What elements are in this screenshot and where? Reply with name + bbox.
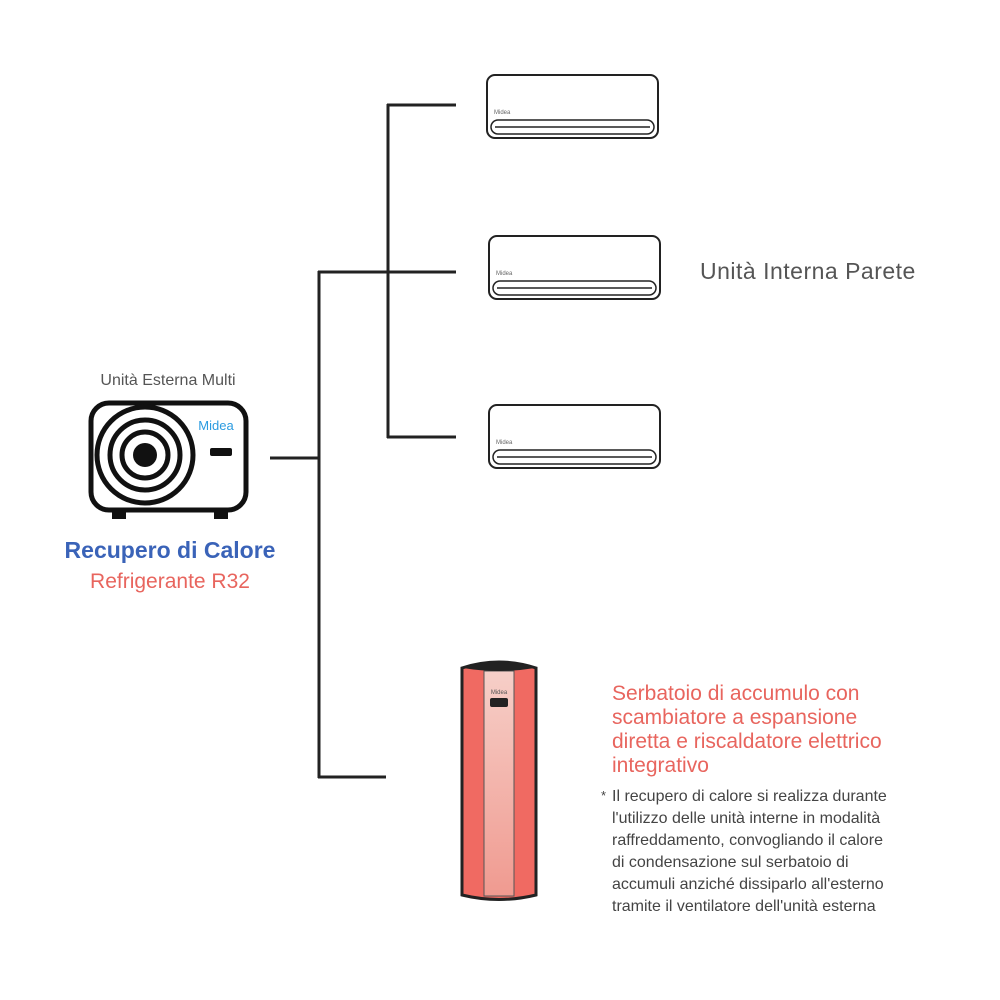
tank-title-line: diretta e riscaldatore elettrico xyxy=(612,730,882,753)
note-line: accumuli anziché dissiparlo all'esterno xyxy=(612,876,884,893)
storage-tank-icon: Midea xyxy=(460,660,538,901)
pipe-lines xyxy=(270,103,456,779)
tank-title-line: Serbatoio di accumulo con xyxy=(612,682,860,705)
note-line: di condensazione sul serbatoio di xyxy=(612,854,849,871)
outdoor-unit-label: Unità Esterna Multi xyxy=(100,372,236,389)
tank-title-line: scambiatore a espansione xyxy=(612,706,858,729)
heat-recovery-title: Recupero di Calore xyxy=(64,537,276,563)
svg-text:Midea: Midea xyxy=(496,271,513,277)
tank-title: Serbatoio di accumulo con scambiatore a … xyxy=(612,682,882,778)
svg-text:Midea: Midea xyxy=(491,690,508,696)
tank-title-line: integrativo xyxy=(612,754,709,777)
midea-logo: Midea xyxy=(198,418,234,433)
note-line: Il recupero di calore si realizza durant… xyxy=(612,788,887,805)
svg-text:Midea: Midea xyxy=(496,440,513,446)
indoor-unit-icon: Midea xyxy=(488,404,661,469)
indoor-unit-label: Unità Interna Parete xyxy=(700,258,916,284)
svg-text:Midea: Midea xyxy=(494,110,511,116)
indoor-unit-icon: Midea xyxy=(488,235,661,300)
refrigerant-label: Refrigerante R32 xyxy=(90,570,250,593)
tank-note: Il recupero di calore si realizza durant… xyxy=(612,786,887,918)
note-line: raffreddamento, convogliando il calore xyxy=(612,832,883,849)
note-line: l'utilizzo delle unità interne in modali… xyxy=(612,810,881,827)
note-marker: * xyxy=(601,788,607,803)
indoor-unit-icon: Midea xyxy=(486,74,659,139)
outdoor-unit-icon: Midea xyxy=(88,400,249,519)
note-line: tramite il ventilatore dell'unità estern… xyxy=(612,898,876,915)
